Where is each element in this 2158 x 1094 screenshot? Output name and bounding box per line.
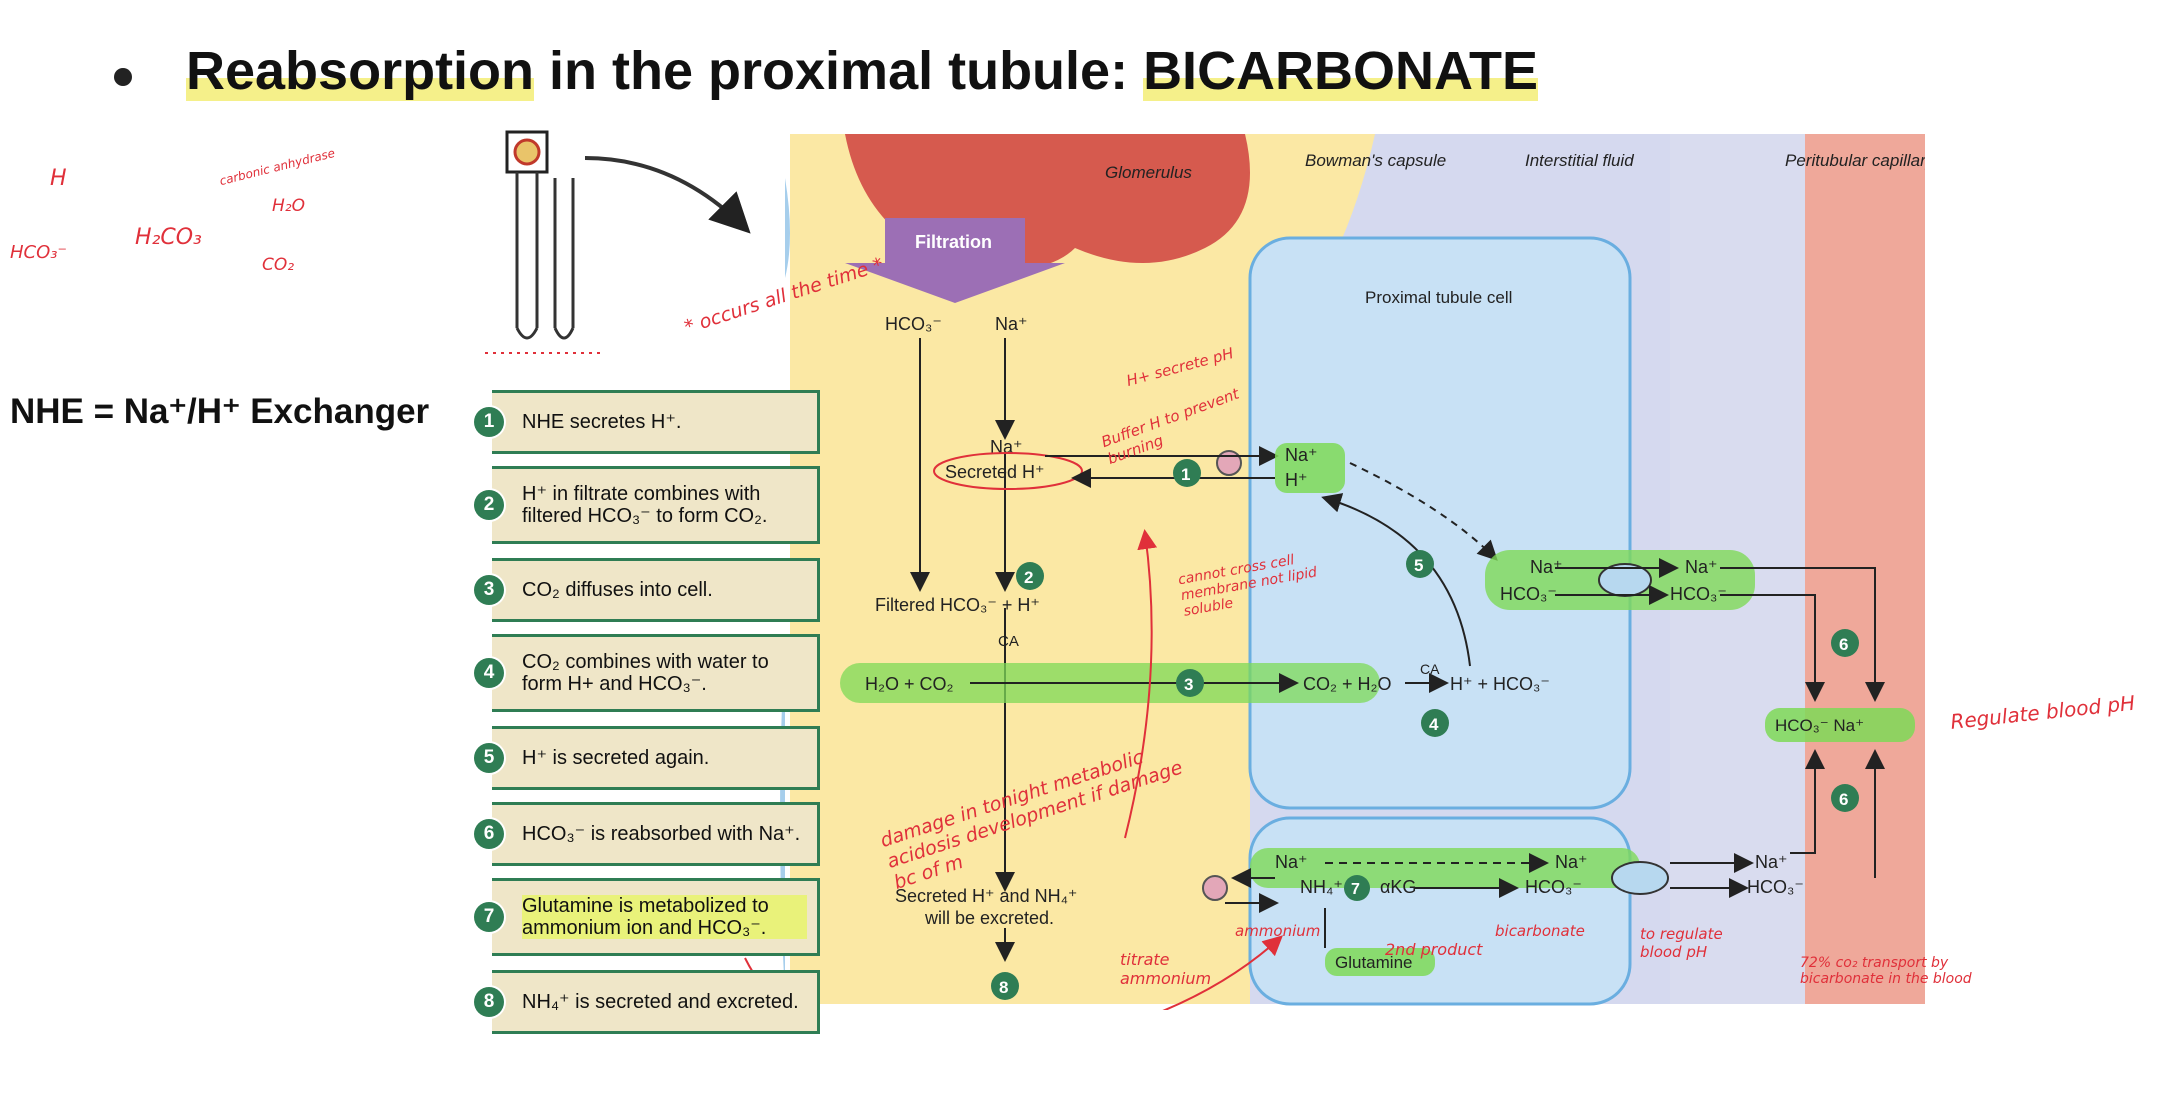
cell-na-top: Na⁺ — [1285, 445, 1318, 465]
step-7: 7 Glutamine is metabolized to ammonium i… — [474, 878, 820, 956]
step-text: H⁺ in filtrate combines with filtered HC… — [492, 466, 820, 544]
svg-text:7: 7 — [1351, 881, 1360, 898]
if-na-mid: Na⁺ — [1685, 557, 1718, 577]
step-text: NH₄⁺ is secreted and excreted. — [492, 970, 820, 1034]
glutamine-label: Glutamine — [1335, 953, 1412, 972]
note-bicarbonate: bicarbonate — [1495, 922, 1585, 940]
step-text: Glutamine is metabolized to ammonium ion… — [492, 878, 820, 956]
secreted-h: Secreted H⁺ — [945, 462, 1045, 482]
lumen-na: Na⁺ — [990, 437, 1023, 457]
if-hco3-mid: HCO₃⁻ — [1670, 584, 1727, 604]
step-number: 7 — [474, 902, 504, 932]
label-proximal-tubule-cell: Proximal tubule cell — [1365, 288, 1512, 307]
cell-na-low-right: Na⁺ — [1555, 852, 1588, 872]
ca-label-cell: CA — [1420, 661, 1440, 677]
label-interstitial-fluid: Interstitial fluid — [1525, 151, 1634, 170]
step-text: H⁺ is secreted again. — [492, 726, 820, 790]
label-bowmans-capsule: Bowman's capsule — [1305, 151, 1446, 170]
step-2: 2 H⁺ in filtrate combines with filtered … — [474, 466, 820, 544]
step-3: 3 CO₂ diffuses into cell. — [474, 558, 820, 622]
svg-text:2: 2 — [1024, 568, 1033, 587]
step-number: 8 — [474, 987, 504, 1017]
step-number: 5 — [474, 743, 504, 773]
step-1: 1 NHE secretes H⁺. — [474, 390, 820, 454]
svg-text:1: 1 — [1181, 465, 1190, 484]
cell-h-top: H⁺ — [1285, 470, 1308, 490]
cell-hco3-mid: HCO₃⁻ — [1500, 584, 1557, 604]
step-4: 4 CO₂ combines with water to form H+ and… — [474, 634, 820, 712]
svg-text:3: 3 — [1184, 675, 1193, 694]
capillary-hco3-na: HCO₃⁻ Na⁺ — [1775, 716, 1864, 735]
note-h2o: H₂O — [272, 196, 305, 216]
step-8: 8 NH₄⁺ is secreted and excreted. — [474, 970, 820, 1034]
label-bowmans-capsule-text: Bowman's capsule — [1305, 151, 1446, 170]
filtration-label: Filtration — [915, 232, 992, 252]
note-second-product: 2nd product — [1385, 940, 1483, 959]
note-to-regulate: to regulate blood pH — [1640, 925, 1723, 961]
note-titrate: titrate ammonium — [1120, 950, 1212, 988]
if-hco3-low: HCO₃⁻ — [1747, 877, 1804, 897]
cell-akg: αKG — [1380, 877, 1416, 897]
excreted-line2: will be excreted. — [924, 908, 1054, 928]
svg-text:6: 6 — [1839, 635, 1848, 654]
svg-text:6: 6 — [1839, 790, 1848, 809]
step-number: 4 — [474, 658, 504, 688]
label-peritubular-capillary: Peritubular capillary — [1785, 151, 1925, 170]
excreted-line1: Secreted H⁺ and NH₄⁺ — [895, 886, 1077, 906]
nhe-definition: NHE = Na⁺/H⁺ Exchanger — [10, 392, 430, 431]
filtrate-na: Na⁺ — [995, 314, 1028, 334]
co2-h2o: CO₂ + H₂O — [1303, 674, 1392, 694]
label-glomerulus: Glomerulus — [1105, 163, 1192, 182]
step-6: 6 HCO₃⁻ is reabsorbed with Na⁺. — [474, 802, 820, 866]
h2o-co2: H₂O + CO₂ — [865, 674, 954, 694]
step-text: CO₂ combines with water to form H+ and H… — [492, 634, 820, 712]
cell-na-mid: Na⁺ — [1530, 557, 1563, 577]
filtration-arrow-icon — [845, 218, 1065, 303]
note-percent-transport: 72% co₂ transport by bicarbonate in the … — [1800, 955, 1972, 987]
svg-text:4: 4 — [1429, 715, 1439, 734]
ca-label-lumen: CA — [998, 633, 1019, 650]
step-number: 3 — [474, 575, 504, 605]
note-carbonic-anhydrase: carbonic anhydrase — [218, 145, 337, 189]
step-7-text: Glutamine is metabolized to ammonium ion… — [522, 895, 807, 939]
note-regulate-blood-ph: Regulate blood pH — [1949, 690, 2137, 734]
step-text: HCO₃⁻ is reabsorbed with Na⁺. — [492, 802, 820, 866]
step-number: 2 — [474, 490, 504, 520]
nephron-thumbnail-icon — [505, 130, 751, 340]
note-h2co3: H₂CO₃ — [135, 225, 202, 250]
step-number: 1 — [474, 407, 504, 437]
svg-text:8: 8 — [999, 978, 1008, 997]
title-bicarbonate: BICARBONATE — [1143, 41, 1539, 101]
if-na-low: Na⁺ — [1755, 852, 1788, 872]
note-co2: CO₂ — [262, 255, 295, 275]
page-title: Reabsorption in the proximal tubule: BIC… — [186, 40, 1539, 102]
kidney-diagram: Glomerulus Bowman's capsule Interstitial… — [485, 130, 1925, 1010]
filtered-equation: Filtered HCO₃⁻ + H⁺ — [875, 595, 1040, 615]
step-text: CO₂ diffuses into cell. — [492, 558, 820, 622]
filtrate-hco3: HCO₃⁻ — [885, 314, 942, 334]
cell-nh4: NH₄⁺ — [1300, 877, 1343, 897]
title-reabsorption: Reabsorption — [186, 41, 535, 101]
bullet-dot — [114, 68, 132, 86]
step-number: 6 — [474, 819, 504, 849]
note-ammonium: ammonium — [1235, 922, 1321, 940]
svg-text:5: 5 — [1414, 556, 1423, 575]
h-hco3: H⁺ + HCO₃⁻ — [1450, 674, 1550, 694]
note-h: H — [50, 166, 67, 191]
cell-hco3-low: HCO₃⁻ — [1525, 877, 1582, 897]
cell-na-low: Na⁺ — [1275, 852, 1308, 872]
step-text: NHE secretes H⁺. — [492, 390, 820, 454]
note-hco3-left: HCO₃⁻ — [10, 242, 67, 263]
title-middle: in the proximal tubule: — [534, 41, 1144, 101]
step-5: 5 H⁺ is secreted again. — [474, 726, 820, 790]
